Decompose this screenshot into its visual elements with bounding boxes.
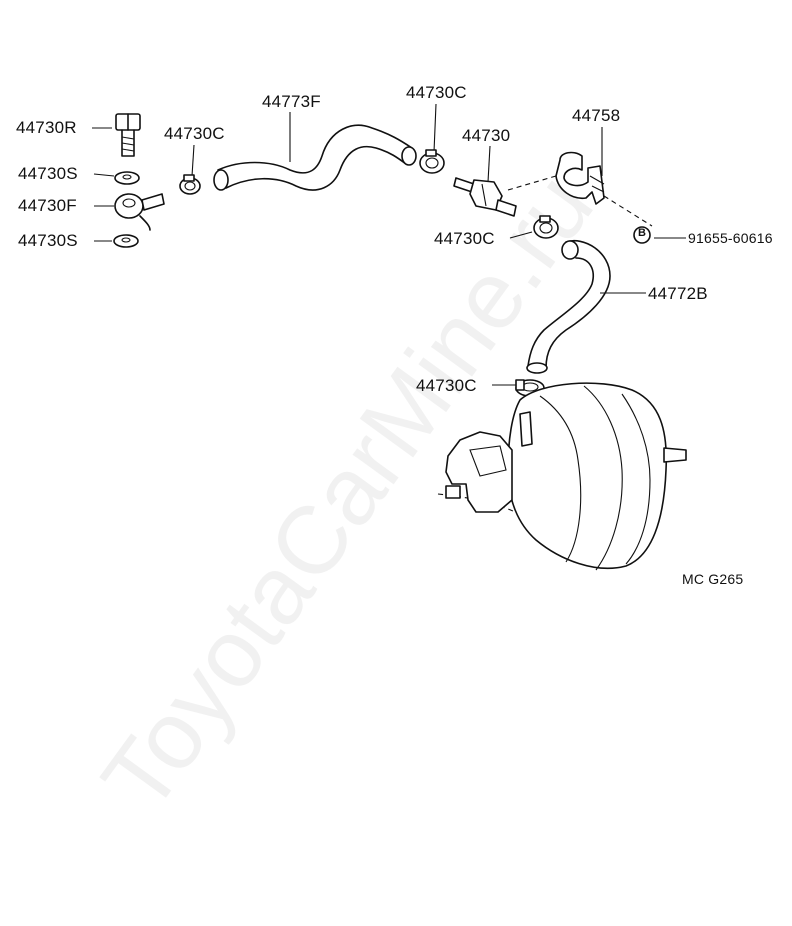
hose-44773F — [213, 124, 417, 191]
label-44730R: 44730R — [16, 118, 77, 137]
washer-44730S-top — [114, 171, 140, 185]
washer-44730S-bottom — [113, 234, 139, 248]
leader-lines — [92, 103, 686, 386]
label-44730S-bottom: 44730S — [18, 231, 78, 250]
label-91655-60616: 91655-60616 — [688, 230, 773, 246]
hose-44772B — [526, 239, 611, 374]
label-44730C-bottom: 44730C — [416, 376, 477, 395]
union-44730F — [114, 193, 165, 231]
label-44758: 44758 — [572, 106, 621, 125]
brake-booster — [445, 382, 687, 571]
clamp-44730C-top — [419, 149, 445, 174]
label-44730C-left: 44730C — [164, 124, 225, 143]
bracket-44758 — [555, 151, 605, 205]
label-44730: 44730 — [462, 126, 511, 145]
label-44773F: 44773F — [262, 92, 321, 111]
label-44730S-top: 44730S — [18, 164, 78, 183]
bolt-44730R — [115, 113, 141, 157]
label-44772B: 44772B — [648, 284, 708, 303]
circle-b-marker — [633, 226, 651, 244]
clamp-44730C-mid — [533, 215, 559, 239]
diagram-code: MC G265 — [682, 571, 744, 587]
check-valve-44730 — [453, 177, 517, 217]
label-44730C-mid: 44730C — [434, 229, 495, 248]
clamp-44730C-left — [179, 174, 201, 195]
label-44730F: 44730F — [18, 196, 77, 215]
label-circle-b: B — [638, 227, 647, 239]
label-44730C-top: 44730C — [406, 83, 467, 102]
